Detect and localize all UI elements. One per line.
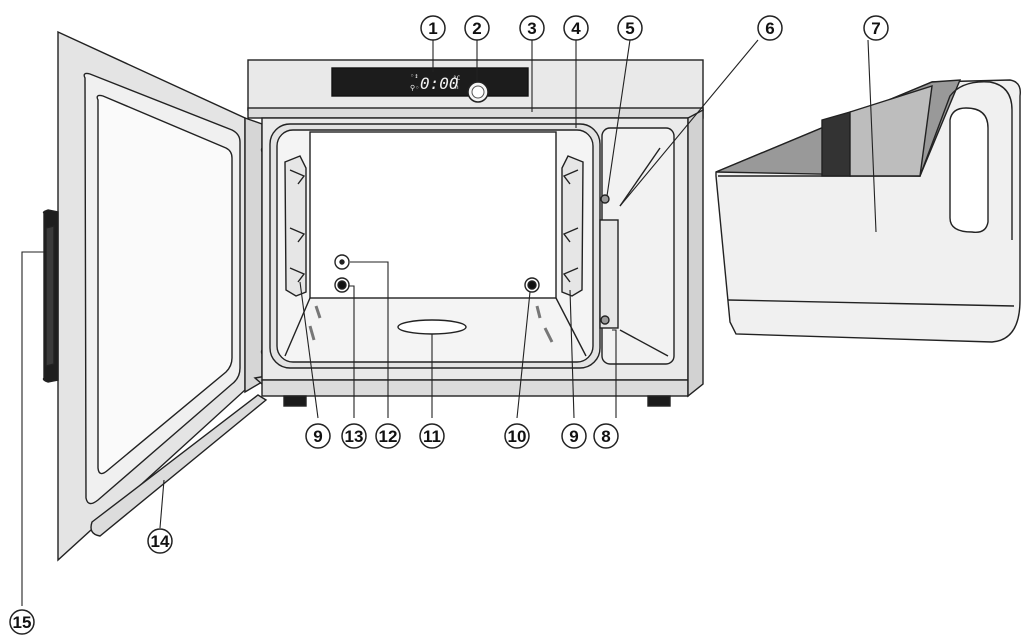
svg-text:9: 9 [313,427,322,446]
callout-2: 2 [464,15,490,41]
display-symbols-bottom: ⚲◦ [410,84,419,92]
callout-8: 8 [593,423,619,449]
leader-lines [21,39,877,606]
callout-6: 6 [757,15,783,41]
svg-text:2: 2 [472,19,481,38]
svg-text:5: 5 [625,19,634,38]
callout-12: 12 [375,423,401,449]
svg-text:9: 9 [569,427,578,446]
callout-4: 4 [563,15,589,41]
svg-text:12: 12 [379,427,398,446]
display-unit-bottom: h [455,84,459,91]
callout-14: 14 [147,528,173,554]
display-symbols-top: ◦↕ [410,72,418,80]
callout-10: 10 [504,423,530,449]
callout-11: 11 [419,423,445,449]
callout-15: 15 [9,609,35,635]
water-container [715,79,1021,343]
svg-text:6: 6 [765,19,774,38]
svg-text:7: 7 [871,19,880,38]
svg-text:4: 4 [571,19,581,38]
display-unit-top: °C [453,75,461,82]
appliance-body [247,59,704,407]
svg-text:1: 1 [428,19,437,38]
callout-1: 1 [420,15,446,41]
callout-9: 9 [561,423,587,449]
callout-9b: 9 [305,423,331,449]
callout-5: 5 [617,15,643,41]
display-time: 0:00 [420,74,459,93]
svg-text:10: 10 [508,427,527,446]
svg-text:13: 13 [345,427,364,446]
callout-3: 3 [519,15,545,41]
callout-13: 13 [341,423,367,449]
callouts: 1 2 3 4 5 6 7 8 9 10 11 12 13 9 14 15 [9,15,889,635]
svg-text:11: 11 [423,427,441,446]
svg-text:8: 8 [601,427,610,446]
appliance-door [42,30,291,562]
svg-text:14: 14 [151,532,170,551]
callout-7: 7 [863,15,889,41]
svg-text:15: 15 [13,613,32,632]
svg-text:3: 3 [527,19,536,38]
on-off-button[interactable] [467,81,489,103]
control-display: ◦↕ ⚲◦ 0:00 °C h [410,72,461,93]
